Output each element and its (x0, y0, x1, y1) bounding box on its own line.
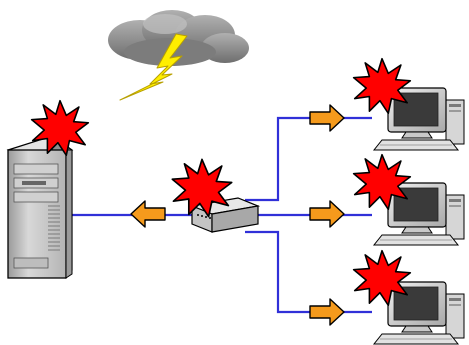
arrow-to-server (130, 200, 166, 228)
cable-hub-pc-1 (245, 116, 372, 202)
cable-hub-pc-3 (245, 230, 372, 314)
arrow-to-pc-2 (309, 200, 345, 228)
server-tower-icon (6, 134, 74, 279)
arrow-to-pc-3 (309, 298, 345, 326)
arrow-to-pc-1 (309, 104, 345, 132)
lightning-bolt-icon (119, 33, 188, 101)
storm-cloud-icon (108, 10, 249, 66)
